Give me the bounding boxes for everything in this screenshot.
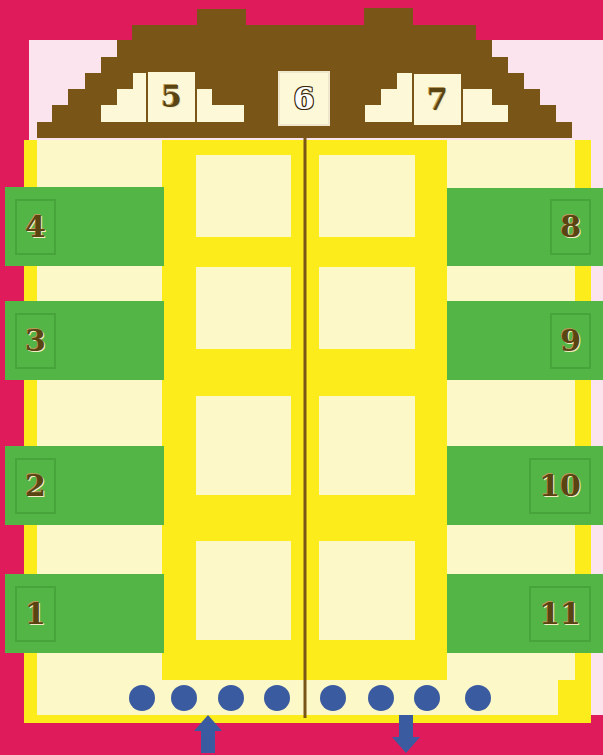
floor-band: 9 [447,301,603,380]
roof-window-box: 6 [278,71,330,126]
floor-band: 2 [5,446,164,525]
floor-number: 7 [427,85,448,115]
floor-number: 11 [529,586,591,642]
floor-band: 11 [447,574,603,653]
floor-band: 8 [447,188,603,266]
roof-window-box: 5 [146,70,197,124]
floor-band: 10 [447,446,603,525]
roof-window-box: 7 [412,72,463,127]
floor-number: 8 [550,199,591,255]
floor-number: 10 [529,458,591,514]
floor-number: 9 [550,313,591,369]
floor-number: 2 [15,458,56,514]
floor-number: 1 [15,586,56,642]
floor-number: 3 [15,313,56,369]
floor-number: 6 [294,84,315,114]
floor-number: 4 [15,199,56,255]
floor-number: 5 [161,82,182,112]
floor-band: 1 [5,574,164,653]
floor-band: 4 [5,187,164,266]
floor-band: 3 [5,301,164,380]
